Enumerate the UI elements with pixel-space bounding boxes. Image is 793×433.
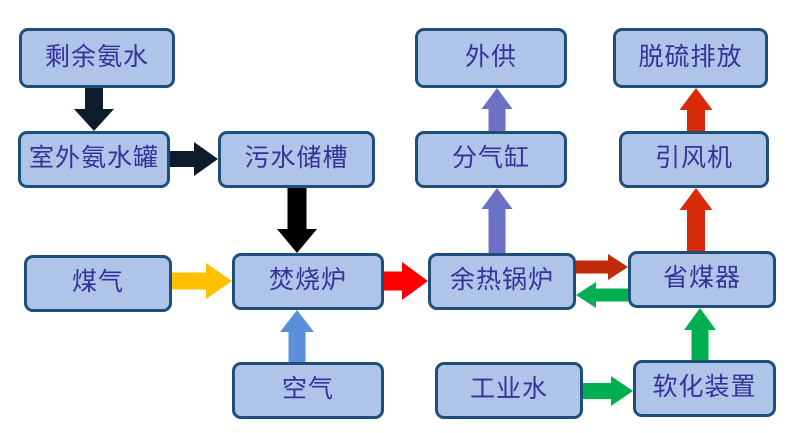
arrow-e5 <box>280 310 314 362</box>
arrow-e9 <box>481 188 513 253</box>
node-shengmeiqi[interactable]: 省煤器 <box>628 251 776 308</box>
node-ruanhua_zhuangzhi[interactable]: 软化装置 <box>633 360 776 417</box>
node-waigong[interactable]: 外供 <box>415 28 567 88</box>
node-shiwai_anshuiguan[interactable]: 室外氨水罐 <box>18 131 170 188</box>
node-label: 煤气 <box>71 269 124 296</box>
node-fenshaolu[interactable]: 焚烧炉 <box>232 253 384 310</box>
node-meiqi[interactable]: 煤气 <box>24 255 172 312</box>
arrow-e12 <box>679 88 713 131</box>
node-kongqi[interactable]: 空气 <box>232 362 384 419</box>
node-label: 剩余氨水 <box>44 43 149 71</box>
arrow-e11 <box>679 188 713 251</box>
node-label: 引风机 <box>654 145 733 172</box>
node-label: 省煤器 <box>662 265 741 292</box>
arrow-e1 <box>74 88 114 131</box>
node-label: 软化装置 <box>652 374 757 401</box>
arrow-e7 <box>576 254 628 280</box>
arrow-e8 <box>576 282 628 308</box>
node-label: 外供 <box>464 43 517 71</box>
arrow-e4 <box>172 263 232 299</box>
node-yinfengji[interactable]: 引风机 <box>619 131 769 188</box>
arrow-e3 <box>277 188 317 253</box>
node-fenqigang[interactable]: 分气缸 <box>415 131 567 188</box>
arrow-e13 <box>583 376 633 406</box>
node-wushui_chucao[interactable]: 污水储槽 <box>218 131 375 188</box>
node-label: 分气缸 <box>451 145 530 172</box>
node-label: 余热锅炉 <box>449 267 554 294</box>
arrow-e14 <box>684 308 716 360</box>
node-label: 室外氨水罐 <box>28 145 159 172</box>
node-yure_guolu[interactable]: 余热锅炉 <box>428 253 576 310</box>
arrow-e10 <box>481 88 513 131</box>
node-label: 焚烧炉 <box>268 267 347 294</box>
arrow-e2 <box>170 142 218 176</box>
node-shengyu_anshui[interactable]: 剩余氨水 <box>19 28 175 88</box>
node-label: 脱硫排放 <box>638 43 743 71</box>
node-label: 工业水 <box>469 376 548 403</box>
node-label: 污水储槽 <box>244 145 349 172</box>
node-gongyeshui[interactable]: 工业水 <box>435 362 583 419</box>
arrow-e6 <box>384 262 428 300</box>
node-tuoliu_paifang[interactable]: 脱硫排放 <box>613 28 768 88</box>
node-label: 空气 <box>281 376 334 403</box>
